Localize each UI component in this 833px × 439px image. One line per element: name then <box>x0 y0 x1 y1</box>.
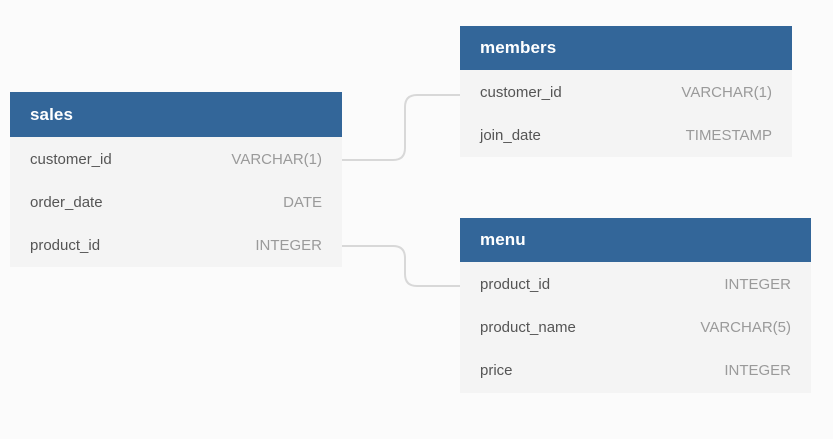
entity-title-members: members <box>460 26 792 70</box>
column-name: order_date <box>30 194 103 211</box>
entity-table-members[interactable]: members customer_id VARCHAR(1) join_date… <box>460 26 792 157</box>
column-type: VARCHAR(1) <box>681 84 772 101</box>
column-name: product_name <box>480 319 576 336</box>
column-type: INTEGER <box>724 362 791 379</box>
entity-columns-menu: product_id INTEGER product_name VARCHAR(… <box>460 262 811 393</box>
column-name: product_id <box>480 276 551 293</box>
table-row[interactable]: price INTEGER <box>460 349 811 392</box>
table-row[interactable]: join_date TIMESTAMP <box>460 114 792 157</box>
table-row[interactable]: product_name VARCHAR(5) <box>460 306 811 349</box>
column-type: INTEGER <box>255 237 322 254</box>
entity-name-label: members <box>480 38 557 57</box>
column-name: customer_id <box>480 84 562 101</box>
column-name: customer_id <box>30 151 112 168</box>
column-type: INTEGER <box>724 276 791 293</box>
entity-table-menu[interactable]: menu product_id INTEGER product_name VAR… <box>460 218 811 393</box>
relationship-sales-customerid-to-members-customerid <box>341 94 461 161</box>
entity-name-label: menu <box>480 230 526 249</box>
table-row[interactable]: product_id INTEGER <box>460 263 811 306</box>
column-type: VARCHAR(5) <box>700 319 791 336</box>
entity-columns-members: customer_id VARCHAR(1) join_date TIMESTA… <box>460 70 792 157</box>
entity-name-label: sales <box>30 104 74 124</box>
table-row[interactable]: customer_id VARCHAR(1) <box>10 138 342 181</box>
entity-table-sales[interactable]: sales customer_id VARCHAR(1) order_date … <box>10 92 342 267</box>
entity-columns-sales: customer_id VARCHAR(1) order_date DATE p… <box>10 137 342 267</box>
table-row[interactable]: product_id INTEGER <box>10 224 342 267</box>
table-row[interactable]: order_date DATE <box>10 181 342 224</box>
table-row[interactable]: customer_id VARCHAR(1) <box>460 71 792 114</box>
entity-title-sales: sales <box>10 92 342 137</box>
column-name: join_date <box>480 127 541 144</box>
column-type: TIMESTAMP <box>685 127 772 144</box>
relationship-sales-productid-to-menu-productid <box>341 245 461 287</box>
entity-title-menu: menu <box>460 218 811 262</box>
column-name: price <box>480 362 513 379</box>
column-type: VARCHAR(1) <box>231 151 322 168</box>
column-name: product_id <box>30 237 101 254</box>
column-type: DATE <box>283 194 322 211</box>
